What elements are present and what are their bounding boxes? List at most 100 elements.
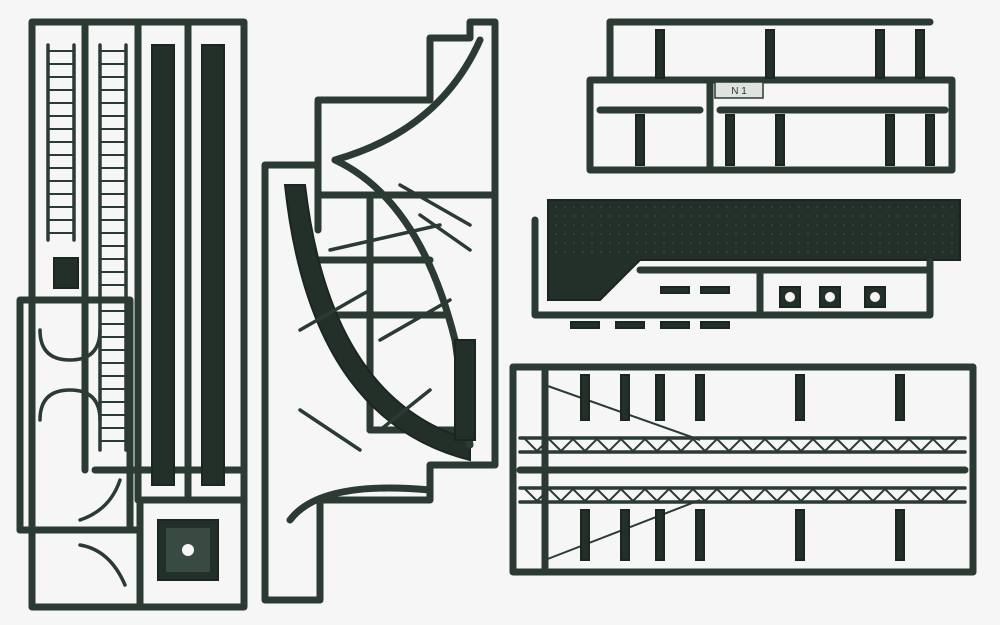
deck-rivet [942,233,944,235]
bracing-struts [298,183,472,452]
deck-rivet [924,251,926,253]
deck-rivet [735,206,737,208]
deck-rivet [843,242,845,244]
deck-rivet [681,242,683,244]
small-block-part [53,257,79,289]
deck-rivet [879,251,881,253]
deck-rivet [690,224,692,226]
post-part [620,374,630,421]
deck-rivet [699,206,701,208]
deck-rivet [753,251,755,253]
deck-rivet [582,251,584,253]
deck-rivet [573,206,575,208]
deck-rivet [636,233,638,235]
sprue-ladders [16,18,248,611]
deck-rivet [627,215,629,217]
deck-rivet [861,206,863,208]
deck-rivet [906,233,908,235]
deck-rivet [771,224,773,226]
deck-rivet [744,233,746,235]
deck-rivet [717,206,719,208]
deck-rivet [591,242,593,244]
deck-rivet [717,215,719,217]
sprue-trusses [509,363,977,576]
deck-rivet [717,224,719,226]
truss-lattice [524,487,958,503]
truss-girder-part-1 [518,436,967,454]
deck-rivet [690,206,692,208]
deck-rivet [807,233,809,235]
deck-rivet [888,206,890,208]
deck-rivet [834,224,836,226]
deck-rivet [816,242,818,244]
deck-rivet [627,224,629,226]
rail-part-1 [151,44,175,486]
deck-rivet [672,233,674,235]
post-part [895,509,905,561]
deck-rivet [762,242,764,244]
deck-rivet [879,224,881,226]
stanchion [875,29,885,79]
deck-rivet [789,224,791,226]
deck-rivet [915,215,917,217]
deck-rivet [618,215,620,217]
deck-rivet [591,233,593,235]
small-tab-part [700,286,730,294]
deck-rivet [825,206,827,208]
deck-rivet [780,206,782,208]
deck-rivet [789,233,791,235]
deck-rivet [888,251,890,253]
deck-rivet [609,251,611,253]
deck-rivet [708,224,710,226]
deck-rivet [834,233,836,235]
deck-rivet [609,206,611,208]
deck-rivet [798,215,800,217]
deck-rivet [789,251,791,253]
post-part [620,509,630,561]
deck-rivet [555,206,557,208]
part-number-label: N 1 [731,86,747,97]
deck-rivet [825,251,827,253]
deck-rivet [771,215,773,217]
deck-rivet [897,242,899,244]
deck-rivet [825,233,827,235]
deck-rivet [690,242,692,244]
deck-rivet [870,224,872,226]
brace-strut [298,408,362,452]
deck-rivet [942,206,944,208]
deck-rivet [780,242,782,244]
deck-rivet [915,242,917,244]
deck-rivet [816,233,818,235]
deck-rivet [852,251,854,253]
truss-girder-part-2 [518,486,967,504]
deck-rivet [951,251,953,253]
deck-rivet [843,251,845,253]
curved-arm-lower [286,484,434,524]
stanchion-parts [635,29,935,166]
deck-rivet [636,251,638,253]
small-tab-part [700,321,730,329]
small-tab-part [615,321,645,329]
stanchion [635,114,645,166]
deck-rivet [897,206,899,208]
deck-rivet [879,215,881,217]
deck-rivet [618,251,620,253]
truss-lattice [524,437,958,453]
deck-rivet [825,224,827,226]
deck-rivet [915,251,917,253]
deck-rivet [870,251,872,253]
deck-rivet [564,215,566,217]
deck-rivet [726,233,728,235]
square-part-hole [825,292,835,302]
deck-rivet [843,224,845,226]
deck-rivet [924,233,926,235]
deck-rivet [726,206,728,208]
deck-rivet [771,206,773,208]
deck-rivet [834,251,836,253]
deck-rivet [717,233,719,235]
square-part-hole [870,292,880,302]
deck-rivet [600,224,602,226]
deck-rivet [933,242,935,244]
deck-rivet [933,251,935,253]
deck-rivet [573,242,575,244]
